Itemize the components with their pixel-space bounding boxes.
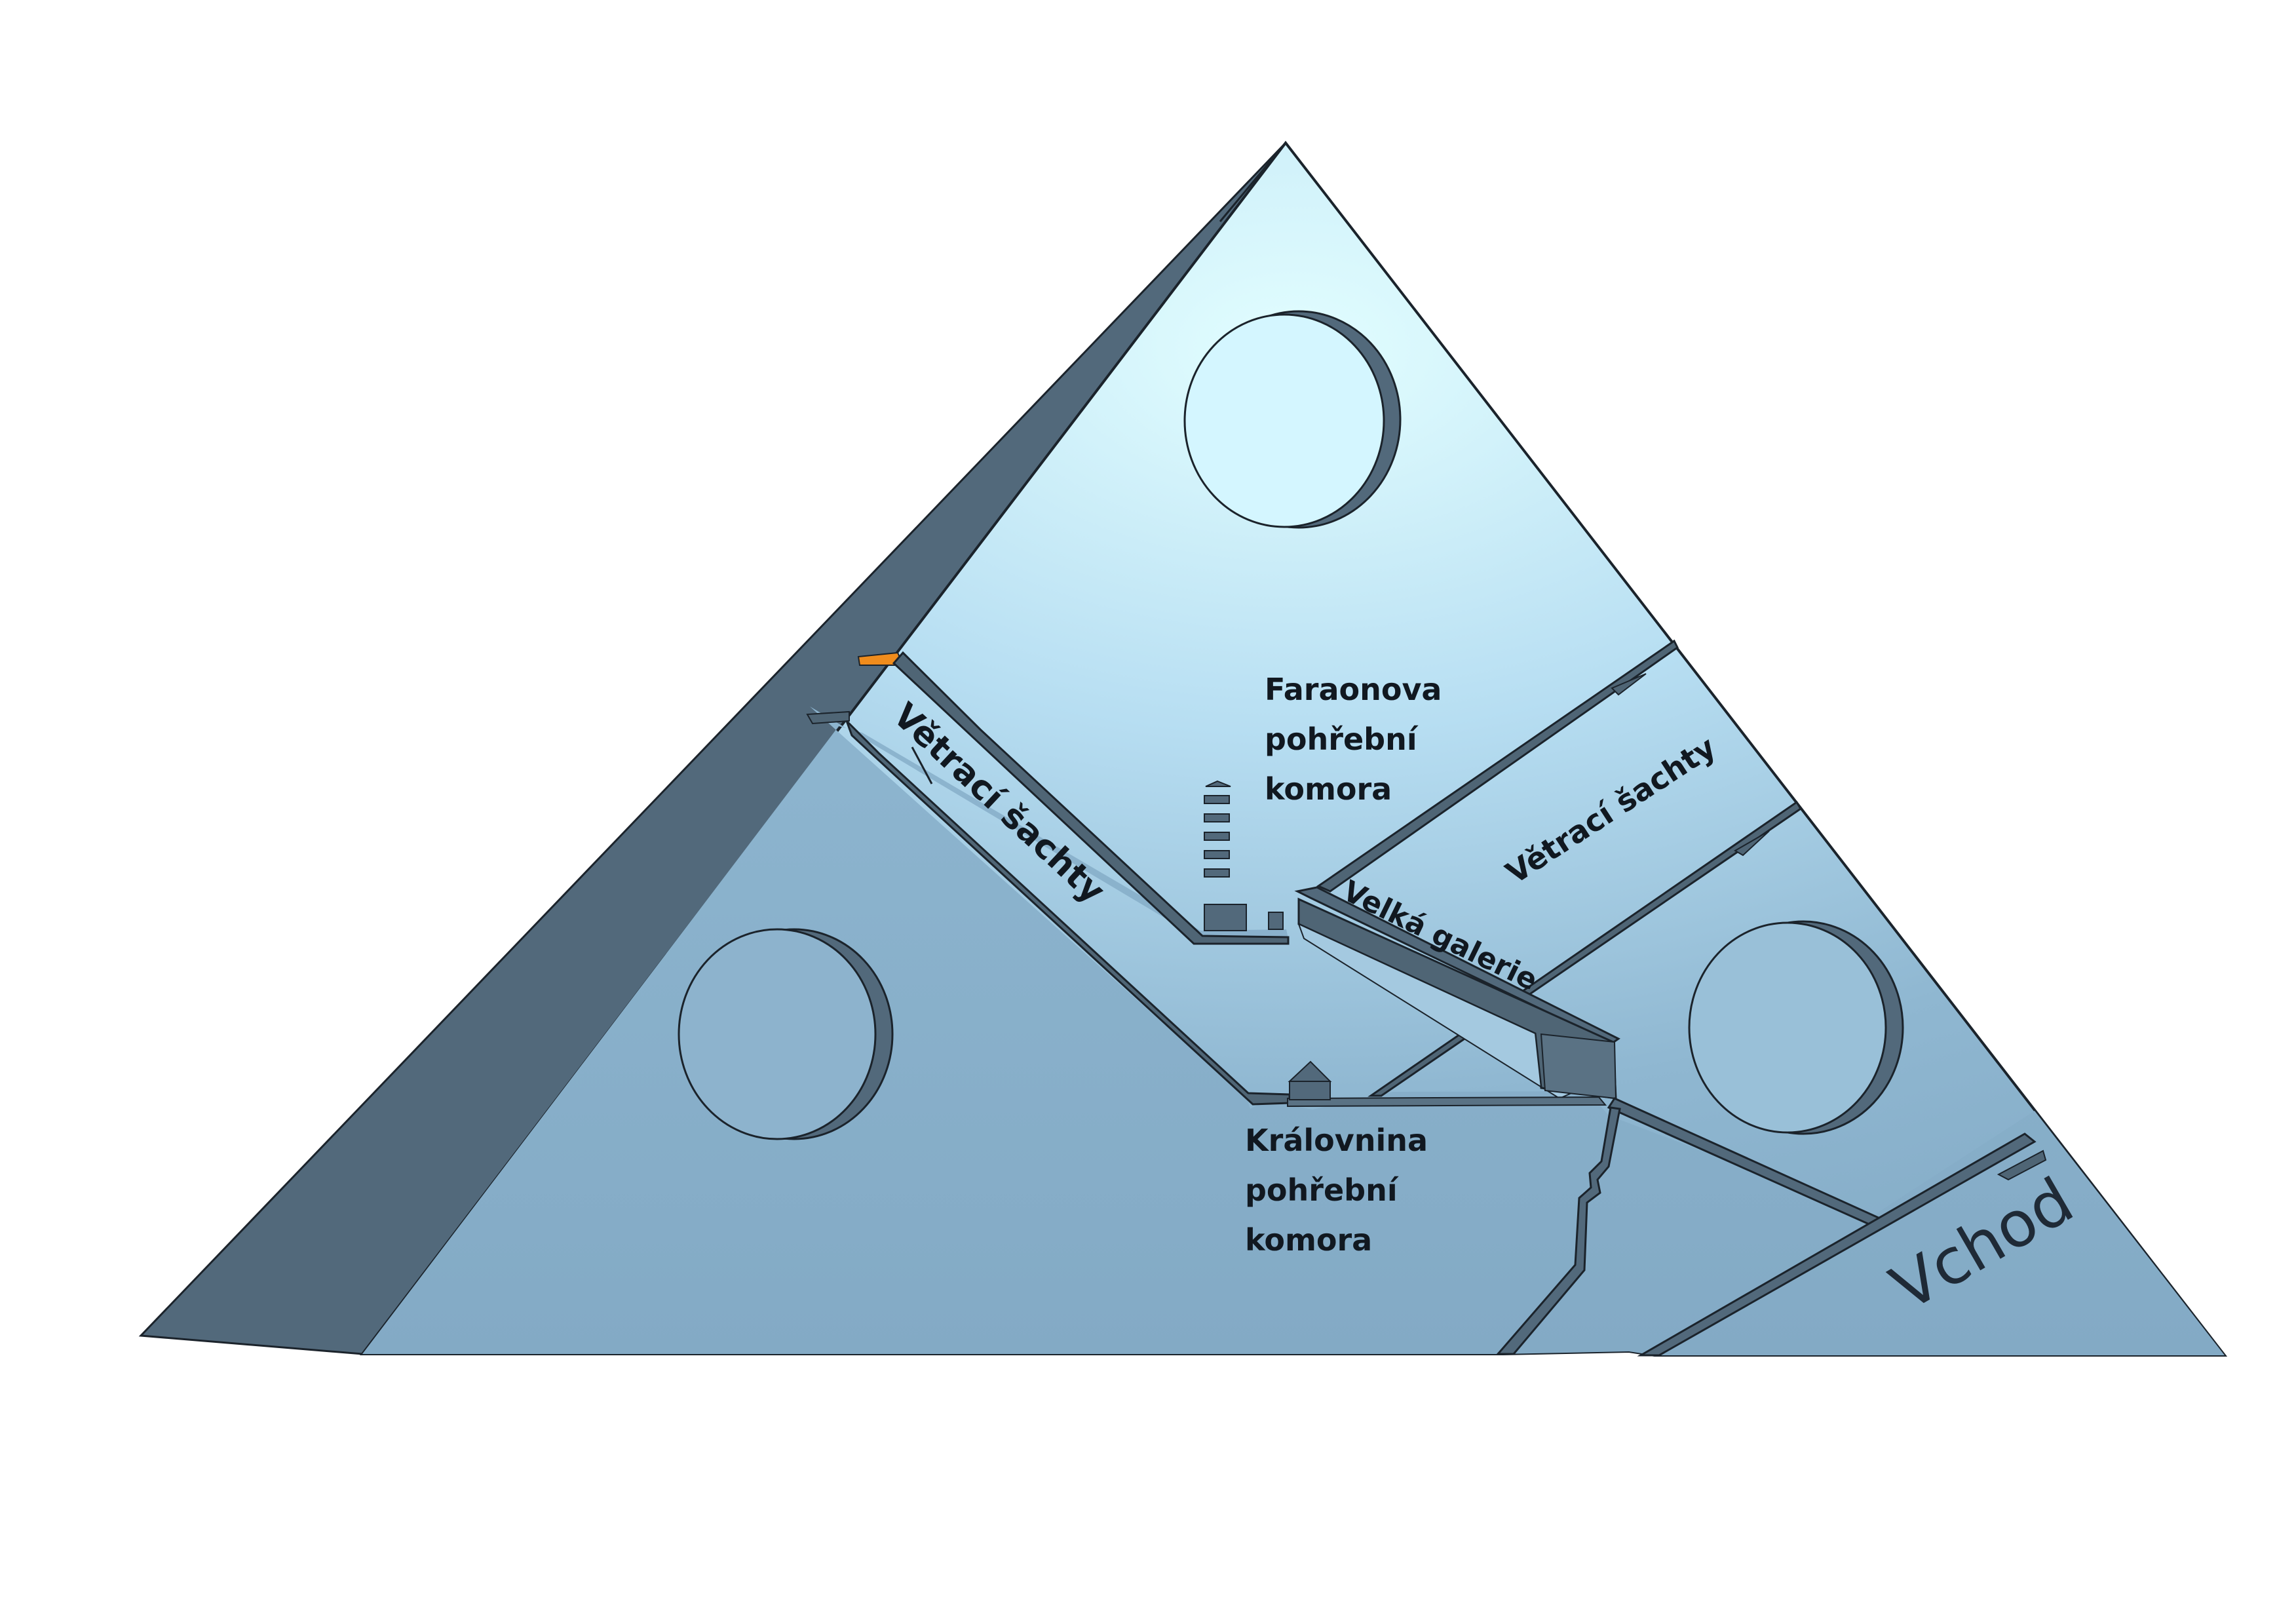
pyramid-lower-region — [362, 706, 2225, 1355]
window-top — [1183, 310, 1402, 529]
antechamber — [1268, 912, 1284, 930]
queen-chamber — [1288, 1060, 1332, 1100]
pharaoh-chamber — [1204, 780, 1284, 931]
right-shaft-upper-notch — [1611, 673, 1647, 696]
pharaoh-label-line-3: komora — [1265, 771, 1392, 807]
relieving-chamber-2 — [1204, 813, 1230, 822]
grand-gallery-top — [1294, 886, 1620, 1045]
left-shaft-lower-edge — [911, 746, 933, 784]
pharaoh-chamber-roof — [1205, 780, 1231, 787]
left-shaft-upper — [892, 651, 1290, 945]
queen-label-line-2: pohřební — [1245, 1172, 1399, 1208]
kings-chamber — [1204, 904, 1247, 931]
relieving-chamber-1 — [1204, 795, 1230, 804]
grand-gallery — [1294, 886, 1620, 1100]
window-left — [678, 928, 894, 1140]
grand-gallery-front — [1540, 1033, 1617, 1100]
window-right — [1688, 920, 1904, 1135]
queen-corridor — [1287, 1096, 1607, 1108]
right-shaft-lower-notch — [1734, 830, 1770, 857]
corridor-to-base — [1637, 1132, 2037, 1357]
pharaoh-label-line-2: pohřební — [1265, 722, 1419, 757]
well-shaft — [1495, 1106, 1621, 1355]
queen-chamber-label: Královnina pohřební komora — [1245, 1123, 1438, 1258]
relieving-chamber-5 — [1204, 868, 1230, 878]
left-shaft-lower-stub — [806, 710, 850, 725]
right-shaft-upper — [1316, 639, 1679, 893]
relieving-chamber-4 — [1204, 850, 1230, 859]
entrance-notch — [1997, 1150, 2047, 1181]
relieving-chamber-3 — [1204, 832, 1230, 841]
apex-edge — [1219, 142, 1287, 222]
queen-label-line-3: komora — [1245, 1222, 1372, 1258]
queen-chamber-body — [1289, 1081, 1331, 1100]
pharaoh-chamber-label: Faraonova pohřební komora — [1265, 672, 1453, 807]
pharaoh-label-line-1: Faraonova — [1265, 672, 1442, 707]
descending-corridor — [1287, 1096, 2047, 1357]
queen-label-line-1: Královnina — [1245, 1123, 1428, 1158]
